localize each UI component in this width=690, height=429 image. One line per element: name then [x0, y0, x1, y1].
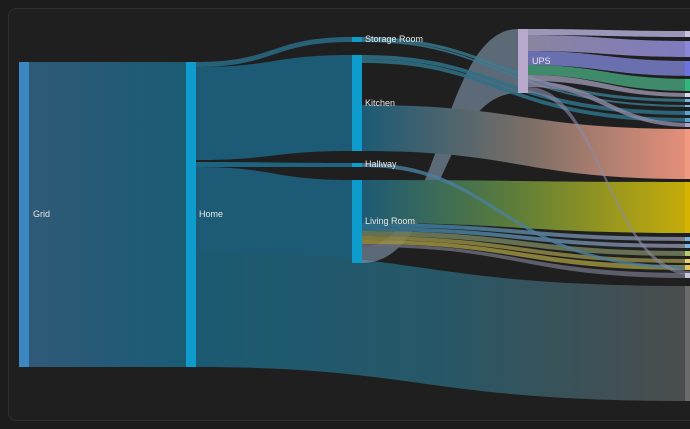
node-device-2[interactable] [685, 41, 690, 57]
link-living-room-device-thin-5 [362, 240, 690, 270]
link-home-storage-room [196, 37, 352, 67]
node-living-room[interactable] [352, 180, 362, 263]
link-living-room-device-thin-1 [362, 223, 690, 241]
link-ups-device-3 [528, 51, 690, 76]
link-ups-device-5 [528, 75, 690, 97]
label-grid: Grid [33, 209, 50, 219]
node-grid[interactable] [19, 62, 29, 367]
node-kitchen[interactable] [352, 55, 362, 151]
node-device-15[interactable] [685, 265, 690, 270]
node-device-salmon[interactable] [685, 129, 690, 179]
node-hallway[interactable] [352, 163, 362, 167]
link-ups-device-6 [528, 81, 690, 127]
link-ups-device-1 [528, 29, 690, 37]
label-storage-room: Storage Room [365, 34, 423, 44]
node-device-3[interactable] [685, 61, 690, 76]
link-home-untracked [196, 251, 690, 401]
node-device-14[interactable] [685, 259, 690, 263]
link-home-living-room [196, 167, 352, 263]
link-grid-home [29, 62, 186, 367]
node-device-6[interactable] [685, 99, 690, 102]
energy-sankey-card: Grid Home Storage Room Kitchen Hallway L… [8, 8, 690, 421]
link-ups-device-2 [528, 35, 690, 57]
sankey-diagram: Grid Home Storage Room Kitchen Hallway L… [19, 29, 690, 401]
link-home-hallway [196, 162, 352, 167]
node-device-11[interactable] [685, 237, 690, 241]
node-untracked[interactable] [685, 286, 690, 401]
link-home-kitchen [196, 55, 352, 160]
link-living-room-device-thin-2 [362, 227, 690, 248]
node-storage-room[interactable] [352, 37, 362, 42]
node-device-5[interactable] [685, 93, 690, 97]
label-living-room: Living Room [365, 216, 415, 226]
label-ups: UPS [532, 56, 551, 66]
link-kitchen-device-salmon [362, 105, 690, 179]
node-device-9[interactable] [685, 118, 690, 122]
node-device-8[interactable] [685, 111, 690, 115]
link-living-room-device-thin-4 [362, 236, 690, 263]
node-device-12[interactable] [685, 244, 690, 248]
link-living-room-device-yellow [362, 180, 690, 233]
label-kitchen: Kitchen [365, 98, 395, 108]
node-device-10[interactable] [685, 123, 690, 127]
node-device-13[interactable] [685, 251, 690, 256]
node-ups[interactable] [518, 29, 528, 93]
link-living-room-device-thin-6 [362, 244, 690, 278]
link-living-room-device-thin-3 [362, 231, 690, 256]
link-ups-device-4 [528, 65, 690, 91]
node-device-7[interactable] [685, 105, 690, 107]
node-home[interactable] [186, 62, 196, 367]
node-device-yellow[interactable] [685, 182, 690, 233]
node-device-1[interactable] [685, 31, 690, 37]
node-device-16[interactable] [685, 273, 690, 278]
label-hallway: Hallway [365, 159, 397, 169]
node-device-4[interactable] [685, 79, 690, 91]
label-home: Home [199, 209, 223, 219]
